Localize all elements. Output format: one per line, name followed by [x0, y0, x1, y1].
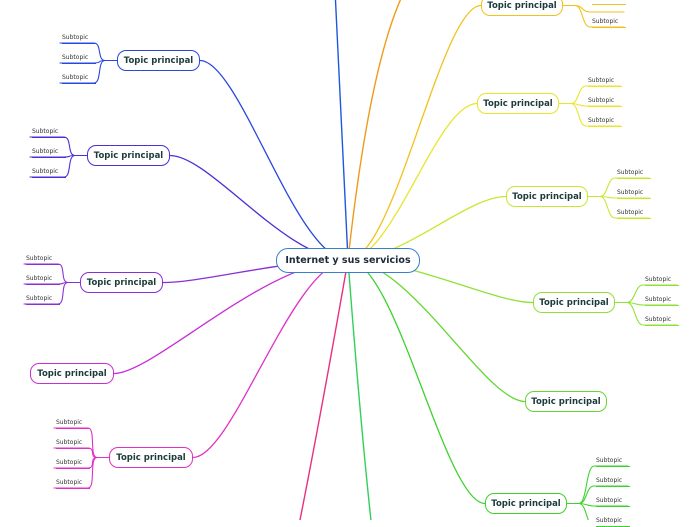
topic-branch-line: [347, 259, 486, 505]
topic-principal-node[interactable]: Topic principal: [477, 93, 559, 114]
subtopic-item[interactable]: Subtopic: [617, 209, 651, 219]
subtopic-connector-line: [558, 102, 621, 127]
subtopic-connector-line: [53, 456, 110, 489]
topic-branch-line: [347, 4, 482, 261]
topic-principal-node[interactable]: Topic principal: [87, 145, 170, 166]
topic-branch-line: [192, 259, 349, 459]
subtopic-item[interactable]: Subtopic: [596, 477, 630, 487]
topic-principal-node[interactable]: Topic principal: [30, 363, 114, 384]
subtopic-item[interactable]: Subtopic: [26, 255, 60, 265]
subtopic-item[interactable]: Subtopic: [645, 296, 679, 306]
subtopic-item[interactable]: Subtopic: [592, 18, 626, 28]
offscreen-branch-line: [334, 0, 349, 261]
subtopic-item[interactable]: [592, 3, 626, 5]
topic-principal-node[interactable]: Topic principal: [533, 292, 615, 313]
subtopic-item[interactable]: Subtopic: [645, 276, 679, 286]
subtopic-item[interactable]: Subtopic: [26, 275, 60, 285]
offscreen-branch-line: [299, 259, 349, 520]
offscreen-branch-line: [347, 259, 372, 520]
subtopic-connector-line: [562, 4, 625, 13]
topic-principal-node[interactable]: Topic principal: [80, 272, 163, 293]
subtopic-item[interactable]: Subtopic: [645, 316, 679, 326]
topic-branch-line: [347, 102, 478, 261]
subtopic-item[interactable]: Subtopic: [56, 479, 90, 489]
topic-principal-node[interactable]: Topic principal: [525, 391, 607, 412]
subtopic-item[interactable]: Subtopic: [56, 439, 90, 449]
subtopic-item[interactable]: Subtopic: [32, 128, 66, 138]
subtopic-item[interactable]: Subtopic: [588, 77, 622, 87]
topic-principal-node[interactable]: Topic principal: [485, 493, 567, 514]
subtopic-item[interactable]: Subtopic: [56, 459, 90, 469]
subtopic-connector-line: [59, 59, 118, 84]
subtopic-item[interactable]: Subtopic: [588, 117, 622, 127]
subtopic-item[interactable]: Subtopic: [62, 54, 96, 64]
offscreen-branch-line: [347, 0, 402, 261]
subtopic-connector-line: [23, 281, 81, 305]
subtopic-item[interactable]: Subtopic: [26, 295, 60, 305]
topic-principal-node[interactable]: Topic principal: [506, 186, 588, 207]
subtopic-item[interactable]: Subtopic: [596, 497, 630, 507]
subtopic-item[interactable]: Subtopic: [596, 517, 630, 527]
subtopic-connector-line: [53, 447, 110, 459]
topic-principal-node[interactable]: Topic principal: [109, 447, 193, 468]
central-topic[interactable]: Internet y sus servicios: [276, 248, 420, 273]
topic-principal-node[interactable]: Topic principal: [117, 50, 200, 71]
subtopic-connector-line: [587, 195, 650, 219]
subtopic-connector-line: [566, 502, 589, 520]
subtopic-connector-line: [562, 4, 625, 28]
subtopic-connector-line: [614, 301, 678, 326]
subtopic-item[interactable]: Subtopic: [617, 169, 651, 179]
subtopic-item[interactable]: Subtopic: [596, 457, 630, 467]
subtopic-item[interactable]: Subtopic: [56, 419, 90, 429]
subtopic-item[interactable]: Subtopic: [32, 148, 66, 158]
subtopic-item[interactable]: Subtopic: [62, 34, 96, 44]
subtopic-item[interactable]: Subtopic: [62, 74, 96, 84]
subtopic-item[interactable]: Subtopic: [617, 189, 651, 199]
topic-branch-line: [199, 59, 349, 261]
subtopic-item[interactable]: Subtopic: [588, 97, 622, 107]
subtopic-connector-line: [29, 154, 88, 178]
topic-principal-node[interactable]: Topic principal: [481, 0, 563, 16]
subtopic-item[interactable]: Subtopic: [32, 168, 66, 178]
